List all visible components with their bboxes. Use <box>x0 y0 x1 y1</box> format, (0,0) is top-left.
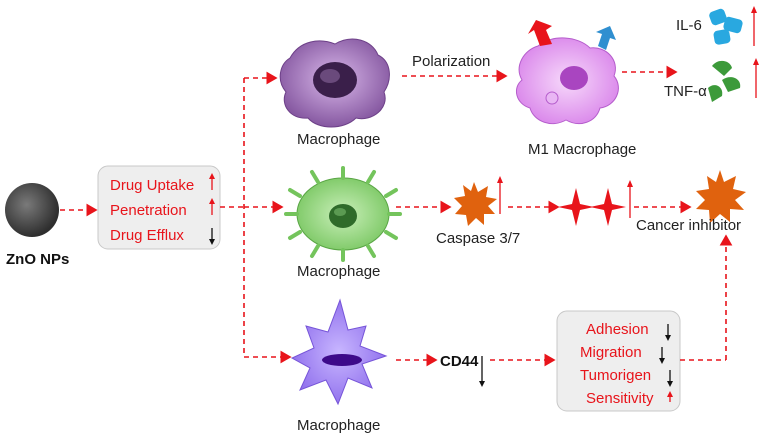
cytokine-label-0: IL-6 <box>676 17 702 34</box>
down-arrow-icon <box>659 347 665 364</box>
sparkle-icon <box>558 188 594 226</box>
up-arrow-icon <box>751 6 757 46</box>
up-arrow-icon <box>753 58 759 98</box>
cancer-burst-icon <box>696 170 746 223</box>
red-arrow-icon <box>528 20 552 46</box>
caspase-burst-icon <box>454 182 497 226</box>
up-arrow-icon <box>209 198 215 215</box>
middle-macrophage-label: Macrophage <box>297 263 380 280</box>
up-arrow-icon <box>497 176 503 214</box>
down-arrow-icon <box>665 324 671 341</box>
blue-arrow-icon <box>596 26 616 50</box>
top-macrophage-label: Macrophage <box>297 131 380 148</box>
m1-macrophage-label: M1 Macrophage <box>528 141 636 158</box>
green-macrophage-icon <box>284 166 402 262</box>
up-arrow-icon <box>209 173 215 190</box>
cytokine-label-1: TNF-α <box>664 83 707 100</box>
caspase-label: Caspase 3/7 <box>436 230 520 247</box>
zno-nanoparticle-icon <box>5 183 59 237</box>
violet-macrophage-icon <box>290 298 388 406</box>
effects-box <box>556 310 681 412</box>
cancer-inhibitor-label: Cancer inhibitor <box>636 217 741 234</box>
nucleus-highlight <box>320 69 340 83</box>
polarization-label: Polarization <box>412 53 490 70</box>
effect-item-2: Tumorigen <box>580 367 651 384</box>
down-arrow-icon <box>209 228 215 245</box>
violet-nucleus <box>322 354 362 366</box>
cd44-label: CD44 <box>440 353 479 370</box>
m1-nucleus <box>560 66 588 90</box>
il6-protein-icon <box>709 8 743 45</box>
uptake-item-0: Drug Uptake <box>110 177 194 194</box>
up-arrow-icon <box>627 180 633 218</box>
uptake-item-1: Penetration <box>110 202 187 219</box>
nanoparticle-label: ZnO NPs <box>6 251 69 268</box>
effect-item-3: Sensitivity <box>586 390 654 407</box>
down-arrow-icon <box>667 370 673 387</box>
sparkle-icon <box>590 188 626 226</box>
down-arrow-icon <box>479 356 485 387</box>
effect-item-1: Migration <box>580 344 642 361</box>
bottom-macrophage-label: Macrophage <box>297 417 380 434</box>
uptake-item-2: Drug Efflux <box>110 227 184 244</box>
vesicle <box>545 91 559 105</box>
up-arrow-icon <box>667 391 673 402</box>
effect-item-0: Adhesion <box>586 321 649 338</box>
tnf-protein-icon <box>708 60 741 102</box>
